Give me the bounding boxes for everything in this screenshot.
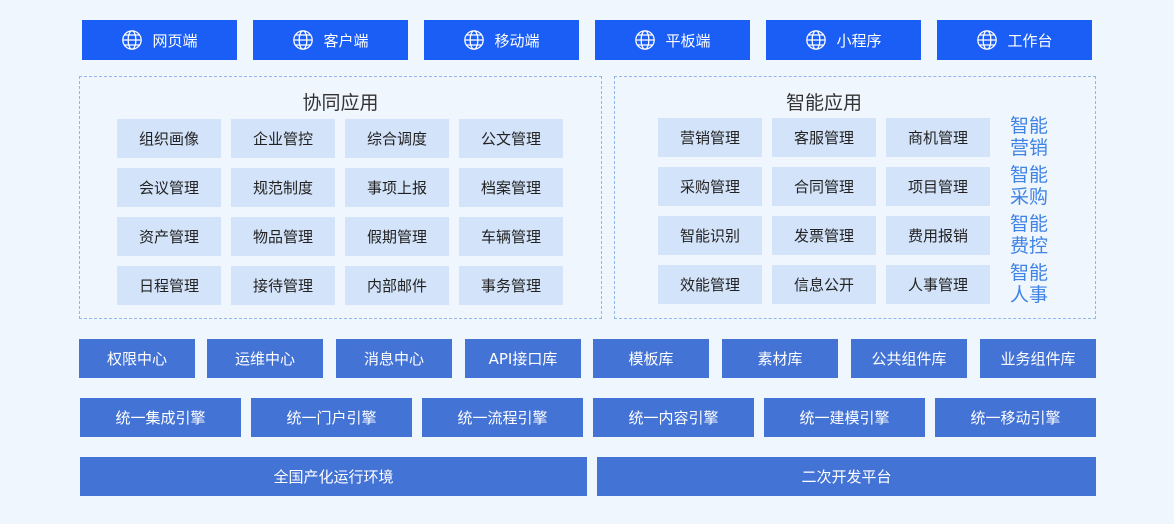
side-label-line: 智能 xyxy=(1010,262,1049,284)
client-label: 工作台 xyxy=(1007,31,1053,50)
app-cell[interactable]: 档案管理 xyxy=(459,168,563,207)
app-cell[interactable]: 人事管理 xyxy=(886,265,990,304)
client-web[interactable]: 网页端 xyxy=(82,20,237,60)
engine-content[interactable]: 统一内容引擎 xyxy=(593,398,754,437)
side-label-line: 采购 xyxy=(1010,186,1049,208)
app-cell[interactable]: 费用报销 xyxy=(886,216,990,255)
collaboration-panel-title: 协同应用 xyxy=(302,92,379,114)
client-label: 客户端 xyxy=(323,31,369,50)
center-material[interactable]: 素材库 xyxy=(722,339,838,378)
globe-icon xyxy=(806,30,827,50)
app-cell[interactable]: 智能识别 xyxy=(658,216,762,255)
client-label: 平板端 xyxy=(665,31,711,50)
client-miniprogram[interactable]: 小程序 xyxy=(766,20,921,60)
engine-integration[interactable]: 统一集成引擎 xyxy=(80,398,241,437)
side-label-line: 智能 xyxy=(1010,115,1049,137)
app-cell[interactable]: 客服管理 xyxy=(772,118,876,157)
globe-icon xyxy=(293,30,314,50)
app-cell[interactable]: 综合调度 xyxy=(345,119,449,158)
app-cell[interactable]: 合同管理 xyxy=(772,167,876,206)
engine-mobile[interactable]: 统一移动引擎 xyxy=(935,398,1096,437)
app-cell[interactable]: 发票管理 xyxy=(772,216,876,255)
app-cell[interactable]: 组织画像 xyxy=(117,119,221,158)
side-label-line: 费控 xyxy=(1010,235,1049,257)
center-template[interactable]: 模板库 xyxy=(593,339,709,378)
center-message[interactable]: 消息中心 xyxy=(336,339,452,378)
globe-icon xyxy=(122,30,143,50)
app-cell[interactable]: 物品管理 xyxy=(231,217,335,256)
app-cell[interactable]: 采购管理 xyxy=(658,167,762,206)
intelligence-panel xyxy=(614,76,1096,319)
app-cell[interactable]: 商机管理 xyxy=(886,118,990,157)
client-label: 小程序 xyxy=(836,31,882,50)
client-tablet[interactable]: 平板端 xyxy=(595,20,750,60)
app-cell[interactable]: 事项上报 xyxy=(345,168,449,207)
client-desktop[interactable]: 客户端 xyxy=(253,20,408,60)
side-label-hr: 智能 人事 xyxy=(1010,262,1054,306)
center-operations[interactable]: 运维中心 xyxy=(207,339,323,378)
platform-secondary-dev[interactable]: 二次开发平台 xyxy=(597,457,1096,496)
side-label-procurement: 智能 采购 xyxy=(1010,164,1054,208)
side-label-expense: 智能 费控 xyxy=(1010,213,1054,257)
app-cell[interactable]: 规范制度 xyxy=(231,168,335,207)
app-cell[interactable]: 会议管理 xyxy=(117,168,221,207)
globe-icon xyxy=(977,30,998,50)
engine-portal[interactable]: 统一门户引擎 xyxy=(251,398,412,437)
client-label: 移动端 xyxy=(494,31,540,50)
center-common-components[interactable]: 公共组件库 xyxy=(851,339,967,378)
center-business-components[interactable]: 业务组件库 xyxy=(980,339,1096,378)
app-cell[interactable]: 日程管理 xyxy=(117,266,221,305)
client-mobile[interactable]: 移动端 xyxy=(424,20,579,60)
engine-modeling[interactable]: 统一建模引擎 xyxy=(764,398,925,437)
side-label-line: 营销 xyxy=(1010,137,1049,159)
client-label: 网页端 xyxy=(152,31,198,50)
side-label-line: 智能 xyxy=(1010,213,1049,235)
app-cell[interactable]: 内部邮件 xyxy=(345,266,449,305)
side-label-marketing: 智能 营销 xyxy=(1010,115,1054,159)
side-label-line: 智能 xyxy=(1010,164,1049,186)
app-cell[interactable]: 效能管理 xyxy=(658,265,762,304)
app-cell[interactable]: 信息公开 xyxy=(772,265,876,304)
intelligence-panel-title: 智能应用 xyxy=(785,92,862,114)
collaboration-panel xyxy=(79,76,602,319)
globe-icon xyxy=(464,30,485,50)
app-cell[interactable]: 车辆管理 xyxy=(459,217,563,256)
side-label-line: 人事 xyxy=(1010,284,1049,306)
app-cell[interactable]: 营销管理 xyxy=(658,118,762,157)
app-cell[interactable]: 接待管理 xyxy=(231,266,335,305)
client-workbench[interactable]: 工作台 xyxy=(937,20,1092,60)
app-cell[interactable]: 事务管理 xyxy=(459,266,563,305)
globe-icon xyxy=(635,30,656,50)
app-cell[interactable]: 企业管控 xyxy=(231,119,335,158)
center-permission[interactable]: 权限中心 xyxy=(79,339,195,378)
app-cell[interactable]: 项目管理 xyxy=(886,167,990,206)
app-cell[interactable]: 公文管理 xyxy=(459,119,563,158)
platform-domestic-runtime[interactable]: 全国产化运行环境 xyxy=(80,457,587,496)
app-cell[interactable]: 假期管理 xyxy=(345,217,449,256)
engine-workflow[interactable]: 统一流程引擎 xyxy=(422,398,583,437)
app-cell[interactable]: 资产管理 xyxy=(117,217,221,256)
center-api[interactable]: API接口库 xyxy=(465,339,581,378)
